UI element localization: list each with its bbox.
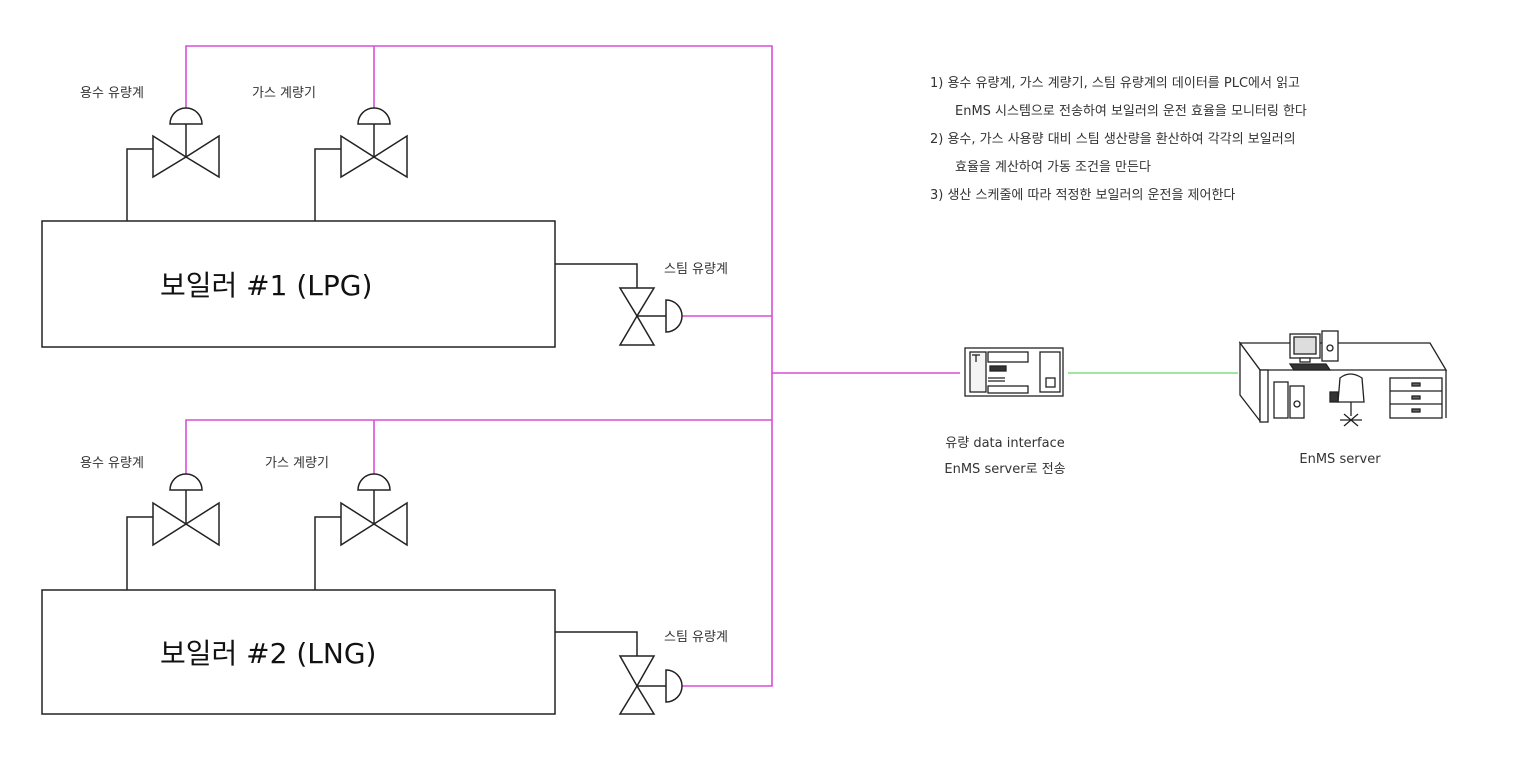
valve-icon	[126, 107, 220, 221]
boiler-2-steam-meter-label: 스팀 유량계	[664, 630, 728, 645]
plc-label-line1: 유량 data interface	[945, 436, 1065, 451]
note-line: EnMS 시스템으로 전송하여 보일러의 운전 효율을 모니터링 한다	[955, 104, 1307, 119]
boiler-1-title: 보일러 #1 (LPG)	[160, 269, 373, 302]
boiler-1-steam-meter-label: 스팀 유량계	[664, 262, 728, 277]
note-line: 효율을 계산하여 가동 조건을 만든다	[955, 160, 1151, 175]
note-line: 3) 생산 스케줄에 따라 적정한 보일러의 운전을 제어한다	[930, 188, 1236, 203]
boiler-2-water-meter-label: 용수 유량계	[80, 456, 144, 471]
valve-icon	[314, 107, 408, 221]
valve-icon	[555, 263, 683, 346]
plc-label-line2: EnMS server로 전송	[944, 462, 1066, 477]
note-line: 2) 용수, 가스 사용량 대비 스팀 생산량을 환산하여 각각의 보일러의	[930, 132, 1296, 147]
boiler-1-gas-meter-label: 가스 계량기	[252, 86, 316, 101]
boiler-1-box	[41, 220, 556, 348]
boiler-2-title: 보일러 #2 (LNG)	[160, 637, 377, 670]
signal-line-b1-top	[185, 45, 773, 420]
boiler-1-water-meter-label: 용수 유량계	[80, 86, 144, 101]
boiler-2-group	[41, 473, 683, 715]
valve-icon	[555, 631, 683, 715]
signal-lines	[185, 45, 960, 687]
boiler-2-box	[41, 589, 556, 715]
server-desk-icon	[1238, 330, 1448, 427]
note-line: 1) 용수 유량계, 가스 계량기, 스팀 유량계의 데이터를 PLC에서 읽고	[930, 76, 1300, 91]
notes-panel: 1) 용수 유량계, 가스 계량기, 스팀 유량계의 데이터를 PLC에서 읽고…	[930, 70, 1307, 210]
boiler-1-group	[41, 107, 683, 348]
signal-line-b2-top	[185, 419, 773, 687]
valve-icon	[126, 473, 220, 590]
plc-icon	[964, 347, 1064, 397]
boiler-2-gas-meter-label: 가스 계량기	[265, 456, 329, 471]
valve-icon	[314, 473, 408, 590]
server-label: EnMS server	[1299, 452, 1381, 467]
